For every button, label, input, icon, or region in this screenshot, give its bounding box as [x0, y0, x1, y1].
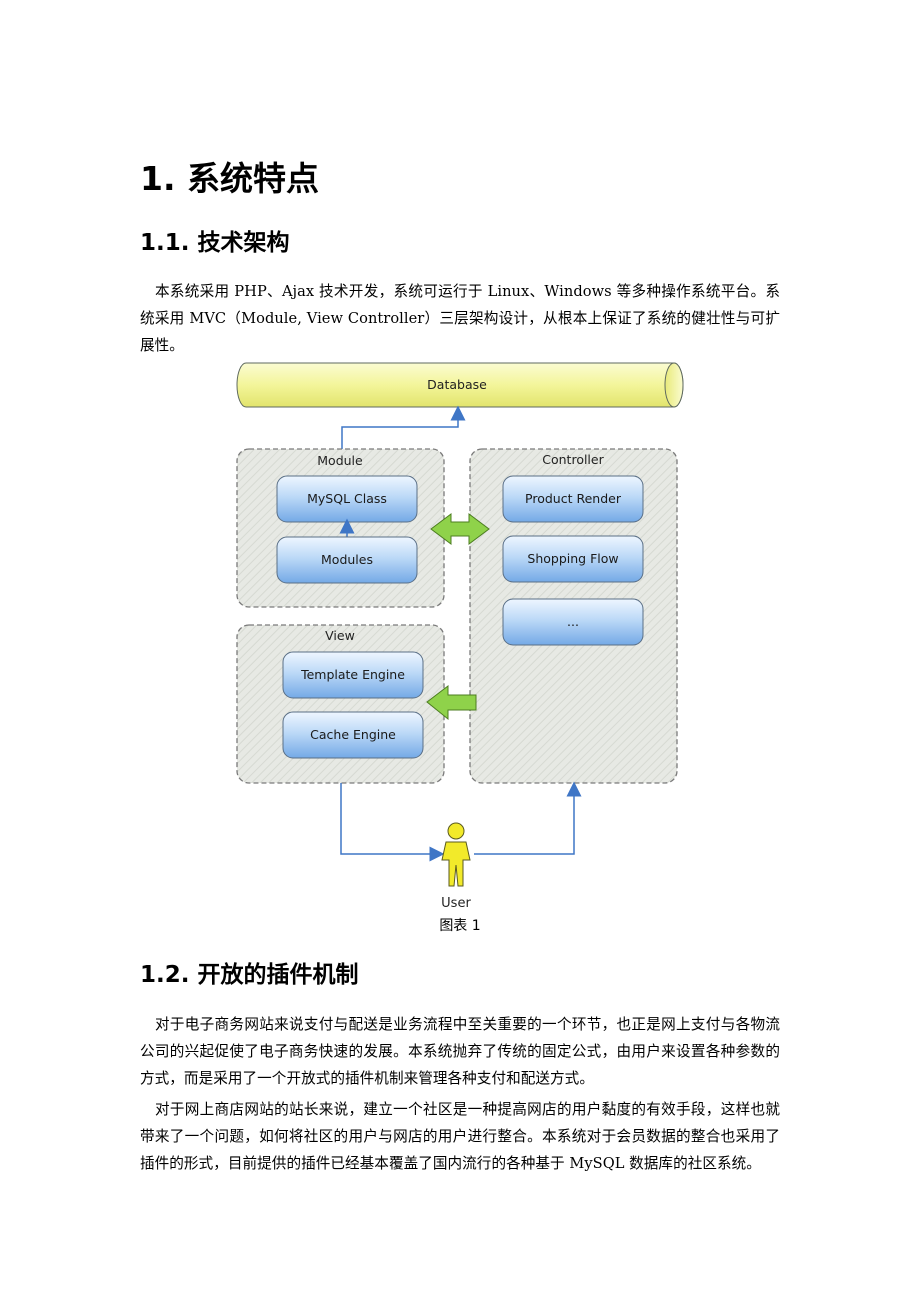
more-controllers-label: ...: [567, 614, 579, 629]
module-controller-double-arrow-icon: [430, 513, 490, 545]
template-engine-box: [282, 651, 424, 699]
view-to-user-connector: [340, 783, 445, 862]
cache-engine-label: Cache Engine: [310, 727, 396, 742]
view-title: View: [325, 628, 355, 643]
module-to-database-connector: [341, 405, 466, 449]
database-label: Database: [427, 377, 487, 392]
module-title: Module: [317, 453, 363, 468]
figure-caption: 图表 1: [439, 918, 481, 934]
user-label: User: [441, 896, 471, 911]
modules-box: [276, 536, 418, 584]
architecture-paragraph: 本系统采用 PHP、Ajax 技术开发，系统可运行于 Linux、Windows…: [140, 283, 780, 354]
user-to-controller-connector: [474, 781, 582, 855]
template-engine-label: Template Engine: [300, 667, 405, 682]
cache-engine-box: [282, 711, 424, 759]
plugin-paragraph-2: 对于网上商店网站的站长来说，建立一个社区是一种提高网店的用户黏度的有效手段，这样…: [140, 1101, 780, 1172]
modules-label: Modules: [321, 552, 373, 567]
controller-to-view-arrow-icon: [426, 684, 477, 721]
module-group: Module MySQL Class Modules: [236, 448, 445, 608]
controller-title: Controller: [542, 452, 604, 467]
section-1-2-heading: 1.2. 开放的插件机制: [140, 962, 359, 988]
section-1-heading: 1. 系统特点: [140, 159, 319, 198]
plugin-paragraph-1: 对于电子商务网站来说支付与配送是业务流程中至关重要的一个环节，也正是网上支付与各…: [140, 1016, 780, 1087]
shopping-flow-box: [502, 535, 644, 583]
mysql-class-label: MySQL Class: [307, 491, 387, 506]
product-render-label: Product Render: [525, 491, 622, 506]
more-controllers-box: [502, 598, 644, 646]
view-group: View Template Engine Cache Engine: [236, 624, 445, 784]
mvc-architecture-figure: Database Module MySQL Class Modules View…: [0, 355, 920, 915]
database-cylinder: Database: [236, 362, 684, 408]
controller-group: Controller Product Render Shopping Flow …: [469, 448, 678, 784]
product-render-box: [502, 475, 644, 523]
section-1-1-heading: 1.1. 技术架构: [140, 230, 290, 256]
user-figure-icon: [441, 822, 471, 887]
shopping-flow-label: Shopping Flow: [527, 551, 618, 566]
